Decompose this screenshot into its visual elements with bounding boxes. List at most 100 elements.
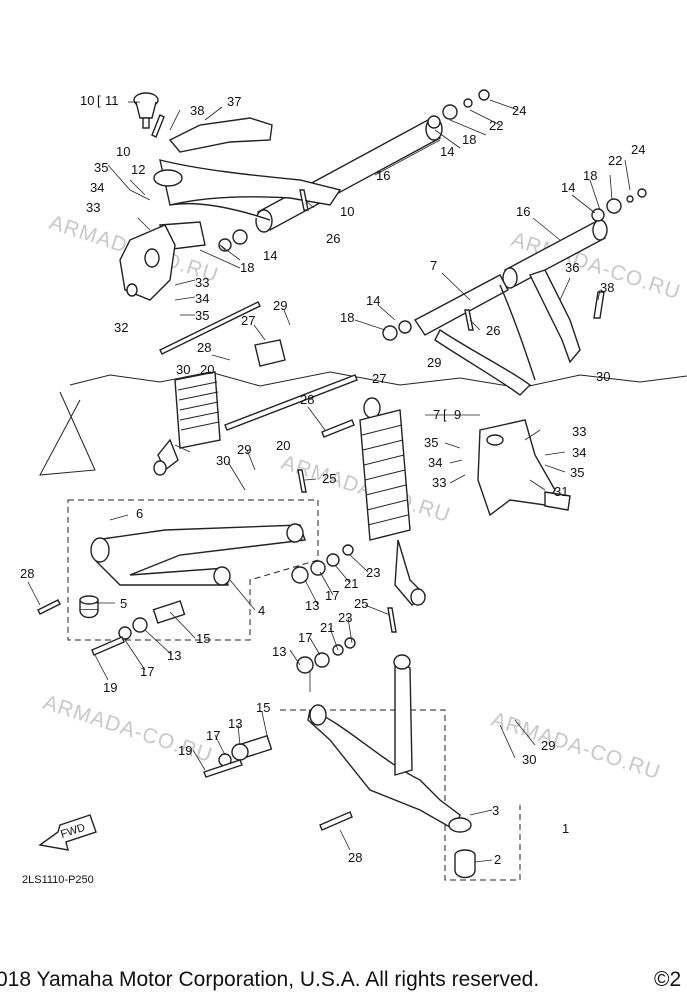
callout-label: 5 [120, 596, 127, 611]
copyright-footer: 018 Yamaha Motor Corporation, U.S.A. All… [0, 964, 687, 1000]
callout-label: 20 [200, 362, 214, 377]
callout-label: 16 [376, 168, 390, 183]
callout-label: 19 [178, 743, 192, 758]
fwd-arrow-icon: FWD [38, 814, 97, 851]
callout-label: 13 [167, 648, 181, 663]
bushings-right [291, 544, 356, 674]
callout-label: 15 [256, 700, 270, 715]
watermarks: ARMADA-CO.RU ARMADA-CO.RU ARMADA-CO.RU A… [40, 211, 683, 784]
callout-label: 20 [276, 438, 290, 453]
bolt-38-right [593, 291, 605, 319]
callout-label: 2 [494, 852, 501, 867]
knuckle-left [119, 224, 176, 301]
callout-label: 33 [86, 200, 100, 215]
callout-label: 34 [572, 445, 586, 460]
callout-label: 28 [348, 850, 362, 865]
bolts [37, 189, 474, 831]
diagram-code: 2LS1110-P250 [22, 874, 94, 886]
callout-bracket: [ [97, 93, 101, 108]
lower-arm-left-box [67, 499, 319, 641]
small-parts-top [218, 89, 647, 341]
callout-label: 25 [322, 471, 336, 486]
callout-label: 35 [195, 308, 209, 323]
callout-label: 27 [372, 371, 386, 386]
callout-label: 29 [541, 738, 555, 753]
callout-label: 28 [20, 566, 34, 581]
callout-label: 35 [570, 465, 584, 480]
callout-label: 9 [454, 407, 461, 422]
callout-label: 30 [216, 453, 230, 468]
callout-labels: 10 [ 11 38 37 10 12 35 34 33 10 26 16 14… [20, 93, 645, 867]
callout-label: 30 [176, 362, 190, 377]
callout-label: 38 [190, 103, 204, 118]
brake-hose-bracket-right [529, 269, 581, 364]
leader-lines [27, 99, 631, 863]
callout-label: 26 [486, 323, 500, 338]
callout-label: 29 [273, 298, 287, 313]
bolt-20-upper [159, 301, 261, 355]
callout-label: 17 [325, 588, 339, 603]
callout-label: 25 [354, 596, 368, 611]
callout-label: 22 [489, 118, 503, 133]
upper-arm-right [413, 274, 536, 396]
callout-label: 14 [366, 293, 380, 308]
ball-joint-lower-right [454, 849, 476, 879]
callout-label: 17 [298, 630, 312, 645]
callout-label: 11 [105, 93, 119, 108]
callout-label: 35 [94, 160, 108, 175]
callout-label: 30 [522, 752, 536, 767]
lower-arm-left [90, 523, 306, 586]
callout-label: 38 [600, 280, 614, 295]
copyright-text: 018 Yamaha Motor Corporation, U.S.A. All… [0, 968, 540, 991]
callout-label: 34 [90, 180, 104, 195]
callout-label: 17 [206, 728, 220, 743]
callout-label: 10 [80, 93, 94, 108]
knuckle-right [477, 419, 571, 517]
callout-label: 1 [562, 821, 569, 836]
torn-edge [69, 371, 687, 389]
callout-label: 31 [554, 484, 568, 499]
callout-label: 27 [241, 313, 255, 328]
watermark-text: ARMADA-CO.RU [488, 708, 663, 784]
callout-label: 23 [366, 565, 380, 580]
callout-label: 34 [428, 455, 442, 470]
callout-label: 35 [424, 435, 438, 450]
callout-label: 18 [240, 260, 254, 275]
bushings-left [118, 600, 273, 767]
callout-label: 14 [561, 180, 575, 195]
callout-label: 14 [263, 248, 277, 263]
shock-absorber-left [153, 339, 286, 476]
callout-label: 29 [427, 355, 441, 370]
callout-label: 7 [433, 407, 440, 422]
callout-label: 12 [131, 162, 145, 177]
callout-label: 18 [583, 168, 597, 183]
callout-label: 13 [228, 716, 242, 731]
copyright-text-cutoff: ©2 [654, 968, 682, 991]
callout-label: 13 [305, 598, 319, 613]
callout-label: 22 [608, 153, 622, 168]
callout-label: 28 [300, 392, 314, 407]
callout-label: 33 [572, 424, 586, 439]
upper-tube-right [502, 219, 608, 289]
ball-joint-upper-left [133, 92, 159, 129]
callout-label: 14 [440, 144, 454, 159]
lower-arm-right [307, 654, 472, 833]
callout-label: 10 [340, 204, 354, 219]
callout-label: 24 [512, 103, 526, 118]
callout-label: 4 [258, 603, 265, 618]
callout-label: 17 [140, 664, 154, 679]
callout-label: 3 [492, 803, 499, 818]
callout-bracket: [ [443, 407, 447, 422]
callout-label: 37 [227, 94, 241, 109]
callout-label: 10 [116, 144, 130, 159]
callout-label: 34 [195, 291, 209, 306]
shock-absorber-right [359, 397, 427, 606]
callout-label: 7 [430, 258, 437, 273]
callout-label: 32 [114, 320, 128, 335]
bolt-38-left [151, 114, 165, 138]
callout-label: 6 [136, 506, 143, 521]
callout-label: 30 [596, 369, 610, 384]
callout-label: 18 [462, 132, 476, 147]
brake-hose-bracket [168, 117, 273, 153]
